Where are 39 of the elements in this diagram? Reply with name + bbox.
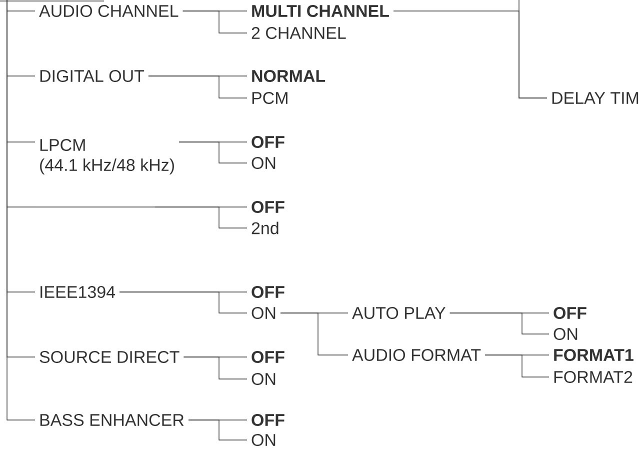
option-value: ON (252, 434, 276, 446)
option-value: AUTO PLAY (352, 306, 446, 320)
line-segment (35, 206, 155, 208)
menu-item: AUDIO CHANNEL (39, 4, 178, 18)
tree-line (178, 142, 248, 164)
option-value: ON (252, 372, 276, 386)
tree-line (484, 354, 550, 378)
option-value: ON (252, 156, 276, 170)
setting-value: OFF (252, 286, 284, 298)
setting-value: MULTI CHANNEL (252, 4, 389, 18)
option-value: AUDIO FORMAT (352, 348, 481, 362)
setting-value: OFF (252, 200, 284, 214)
setting-value: OFF (554, 306, 586, 320)
setting-value: OFF (252, 414, 284, 426)
tree-line (154, 206, 248, 228)
setting-value: FORMAT1 (554, 348, 634, 362)
tree-line (518, 0, 548, 98)
option-value: ON (252, 306, 276, 320)
tree-line (280, 312, 348, 356)
tree-line (450, 312, 550, 334)
setting-value: NORMAL (252, 70, 326, 82)
option-value: PCM (252, 92, 288, 104)
menu-item: BASS ENHANCER (40, 414, 184, 426)
tree-line (188, 420, 248, 440)
tree-line (148, 76, 248, 98)
option-value: 2 CHANNEL (252, 26, 346, 40)
menu-item: LPCM (44.1 kHz/48 kHz) (40, 139, 174, 174)
tree-line (119, 292, 248, 314)
menu-item: SOURCE DIRECT (40, 350, 180, 364)
tree-line (183, 356, 248, 380)
option-value: FORMAT2 (554, 370, 632, 384)
tree-line (182, 10, 248, 34)
option-value: DELAY TIM (552, 92, 638, 104)
menu-item: DIGITAL OUT (40, 70, 144, 82)
option-value: 2nd (252, 222, 278, 234)
setting-value: OFF (252, 350, 284, 364)
setting-value: OFF (252, 136, 284, 148)
option-value: ON (554, 328, 578, 340)
menu-item: IEEE1394 (40, 286, 116, 298)
